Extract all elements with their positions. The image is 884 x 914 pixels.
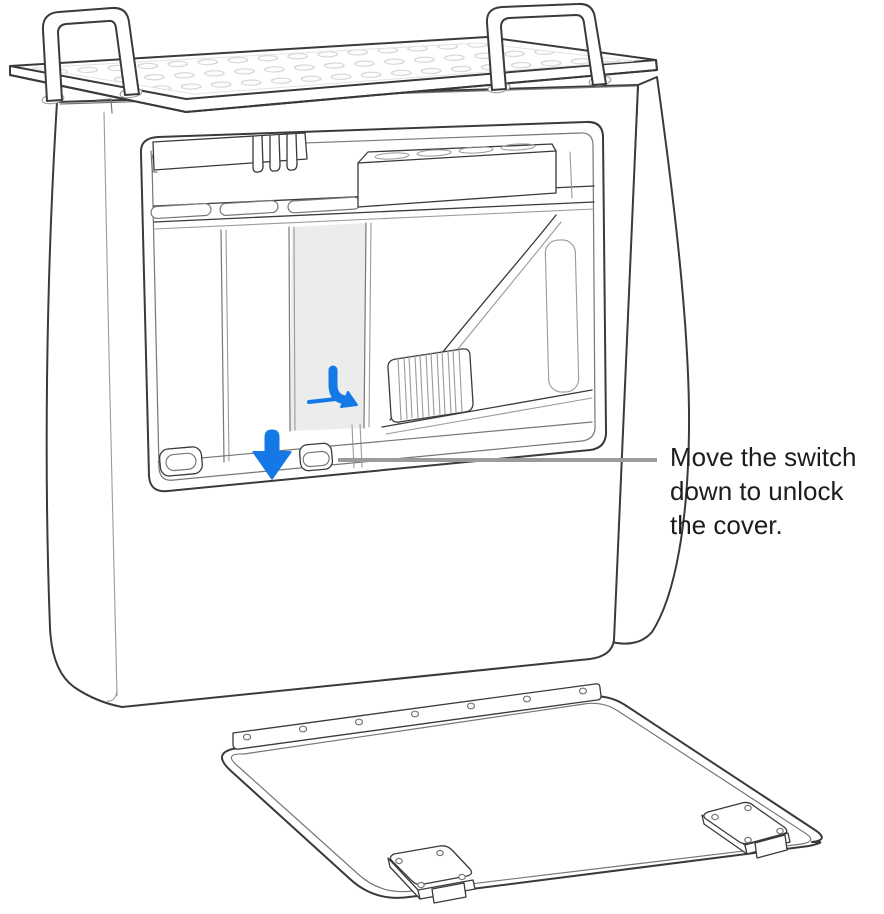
bay-divider <box>368 222 372 428</box>
screw-hole <box>522 695 532 703</box>
rail-reveal <box>153 208 595 230</box>
left-handle <box>41 6 140 102</box>
box-vent <box>500 143 536 151</box>
latch-top-face <box>703 801 788 845</box>
latch-top-face <box>389 845 473 886</box>
right-handle <box>485 2 607 91</box>
screw-hole <box>578 687 588 695</box>
callout-text-line: the cover. <box>670 510 783 540</box>
cover-outline-inner <box>230 702 812 893</box>
case-right-side <box>611 76 691 645</box>
left-latch <box>158 446 203 477</box>
latch-hole <box>436 849 444 857</box>
top-handles <box>41 2 612 105</box>
screw-hole <box>410 710 420 718</box>
box-side-seam <box>569 151 573 199</box>
callout-text-line: Move the switch <box>670 442 857 472</box>
side-cover <box>221 683 823 904</box>
vent-lattice <box>31 42 635 95</box>
bottom-rail-edge <box>157 421 593 463</box>
blue-annotations <box>252 365 358 480</box>
arrow-bent-icon <box>307 365 358 408</box>
latch-hole <box>395 857 403 865</box>
top-panel-thickness <box>9 59 658 113</box>
latch-hole <box>744 804 752 812</box>
rail-slot <box>219 199 279 217</box>
module-ledge-shadow <box>385 397 593 435</box>
bottom-rail <box>157 421 593 477</box>
latch-foot <box>431 882 467 904</box>
bay-frame-outer <box>139 120 608 493</box>
top-bracket <box>150 132 308 173</box>
module-ledge <box>381 389 593 428</box>
bay-divider <box>363 222 367 429</box>
hinge-strip <box>232 683 602 750</box>
mpx-module <box>351 214 593 469</box>
lock-switch[interactable] <box>298 442 334 472</box>
callout-text-line: down to unlock <box>670 476 844 506</box>
box-vent <box>458 146 494 154</box>
cover-latch-block-left <box>387 845 476 904</box>
bay-divider <box>288 226 291 432</box>
cover-latch-block-right <box>701 801 791 859</box>
side-channel-panel <box>544 239 580 393</box>
heatsink-grille <box>387 348 474 423</box>
bay-divider <box>293 226 296 431</box>
latch-foot <box>754 834 788 859</box>
latch-hole <box>458 873 466 881</box>
rail-slot <box>150 202 212 220</box>
box-vent <box>374 152 410 160</box>
latch-hole <box>711 813 719 821</box>
bracket-notch <box>269 134 281 172</box>
top-seam-tick <box>96 98 113 114</box>
screw-hole <box>298 725 308 733</box>
bay-frame-inner <box>151 132 596 481</box>
bottom-left-seam <box>106 689 118 702</box>
latch-hole <box>417 881 425 889</box>
dimm-door-shaded <box>290 223 366 431</box>
mac-pro-tower <box>9 2 691 708</box>
bracket-notch <box>286 133 298 171</box>
arrow-down-icon <box>252 429 292 480</box>
bracket-notch <box>252 135 264 173</box>
rail-bottom-edge <box>153 201 595 223</box>
box-top-edge <box>357 150 557 164</box>
bay-divider <box>225 229 230 462</box>
front-left-crease <box>103 111 118 697</box>
screw-hole <box>354 718 364 726</box>
callout-text: Move the switch down to unlock the cover… <box>670 440 856 542</box>
slotted-rail <box>150 185 595 230</box>
screw-hole <box>466 702 476 710</box>
screw-hole <box>242 733 252 741</box>
dimm-bays <box>220 222 372 463</box>
bracket-bar <box>152 132 308 171</box>
bracket-hook <box>150 150 158 173</box>
box-vent <box>416 149 452 157</box>
latch-hole <box>776 827 784 835</box>
latch-hole <box>744 836 752 844</box>
internal-bay <box>139 120 608 493</box>
component-box <box>357 143 573 208</box>
bay-divider <box>220 229 225 463</box>
